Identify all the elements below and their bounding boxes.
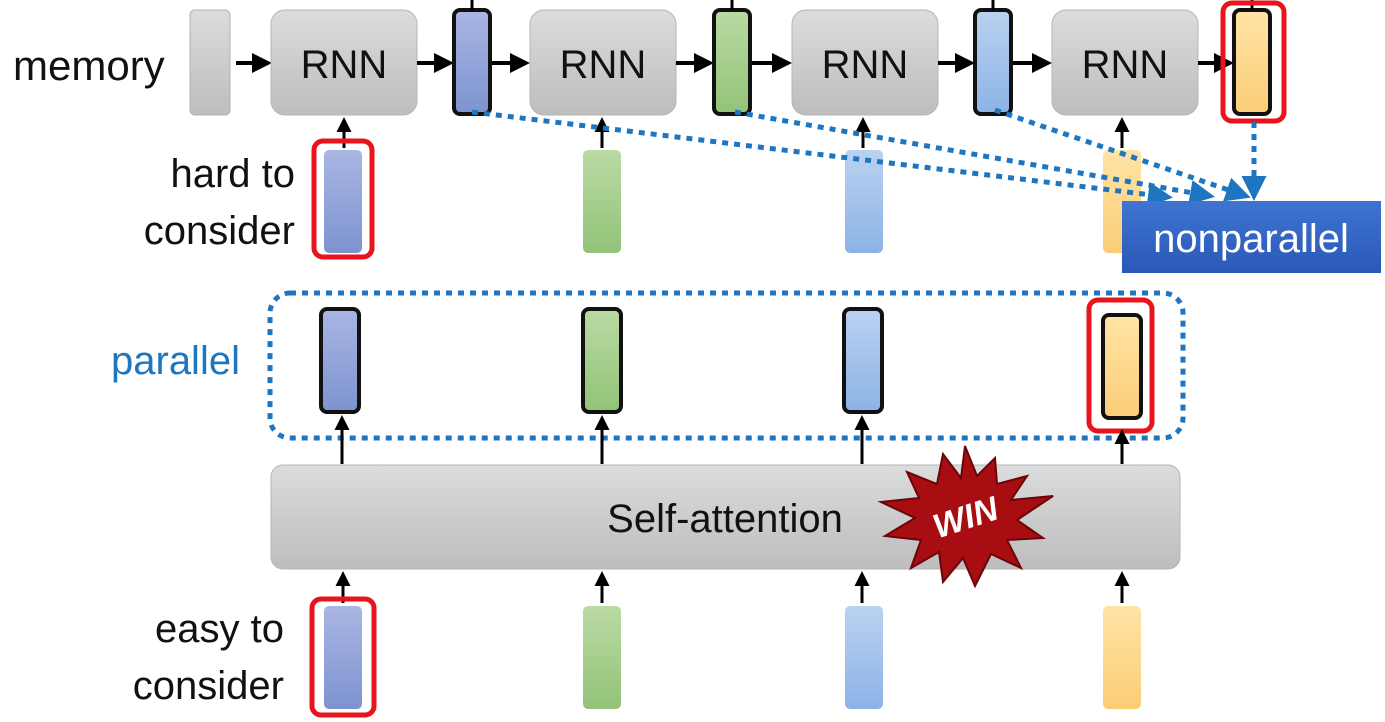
hidden-vector-3 (973, 8, 1013, 116)
attention-input-vector-3 (845, 606, 883, 709)
hard-to-label: hard to (170, 152, 295, 196)
nonparallel-dotted-arrows (471, 107, 1267, 207)
highlight-box-input-bottom1 (309, 596, 377, 718)
attention-input-vector-4 (1103, 606, 1141, 709)
attention-input-vector-1 (324, 606, 362, 709)
rnn-block: RNN (270, 9, 418, 116)
svg-text:Self-attention: Self-attention (607, 497, 843, 541)
rnn-input-vector-2 (583, 150, 621, 253)
memory-label: memory (13, 42, 165, 89)
hidden-vector-4 (1232, 8, 1272, 116)
attention-output-vector-1 (319, 307, 361, 414)
nonparallel-badge: nonparallel (1122, 201, 1381, 273)
attention-input-vector-2 (583, 606, 621, 709)
svg-text:nonparallel: nonparallel (1153, 217, 1349, 261)
highlight-box-input1 (311, 138, 375, 260)
rnn-block: RNN (1051, 9, 1199, 116)
svg-text:RNN: RNN (301, 43, 388, 87)
rnn-input-vector-3 (845, 150, 883, 253)
hidden-vector-1 (452, 8, 492, 116)
initial-memory-block (189, 9, 231, 116)
attention-output-vector-4 (1101, 313, 1143, 420)
highlight-box-h4 (1220, 0, 1287, 124)
hard-consider-label: consider (144, 209, 295, 253)
svg-text:RNN: RNN (560, 43, 647, 87)
rnn-block: RNN (791, 9, 939, 116)
rnn-block: RNN (529, 9, 677, 116)
rnn-input-vector-1 (324, 150, 362, 253)
self-attention-block: Self-attention (270, 464, 1181, 570)
svg-text:RNN: RNN (1082, 43, 1169, 87)
hidden-vector-2 (712, 8, 752, 116)
attention-output-vector-2 (581, 307, 623, 414)
svg-text:RNN: RNN (822, 43, 909, 87)
parallel-label: parallel (111, 339, 240, 383)
win-starburst-badge: WIN (877, 445, 1054, 589)
easy-to-label: easy to (155, 607, 284, 651)
parallel-group-outline (267, 290, 1186, 441)
attention-output-vector-3 (842, 307, 884, 414)
easy-consider-label: consider (133, 664, 284, 708)
